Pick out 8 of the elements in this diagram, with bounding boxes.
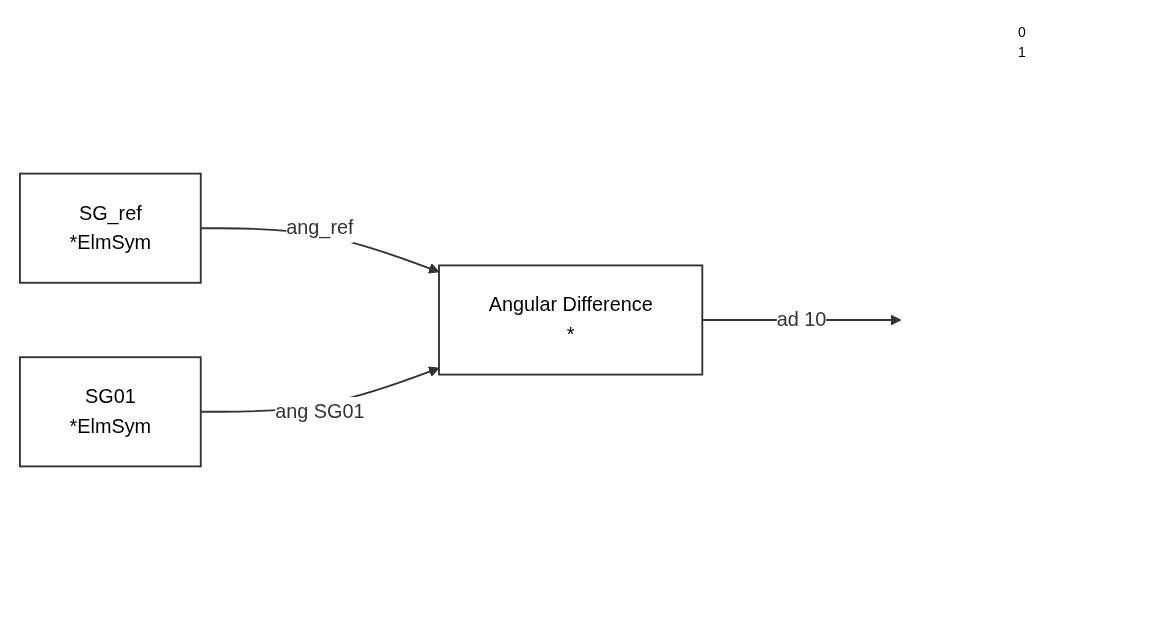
node-box: SG_ref *ElmSym	[19, 172, 202, 284]
node-box: Angular Difference *	[438, 264, 704, 376]
port-number: 0	[1018, 24, 1027, 40]
node-box: SG01 *ElmSym	[19, 356, 202, 468]
edge-label: ang_ref	[286, 217, 354, 239]
edge-label: ad 10	[776, 308, 827, 330]
edge-label: ang SG01	[275, 400, 365, 422]
port-number: 1	[1018, 44, 1027, 60]
